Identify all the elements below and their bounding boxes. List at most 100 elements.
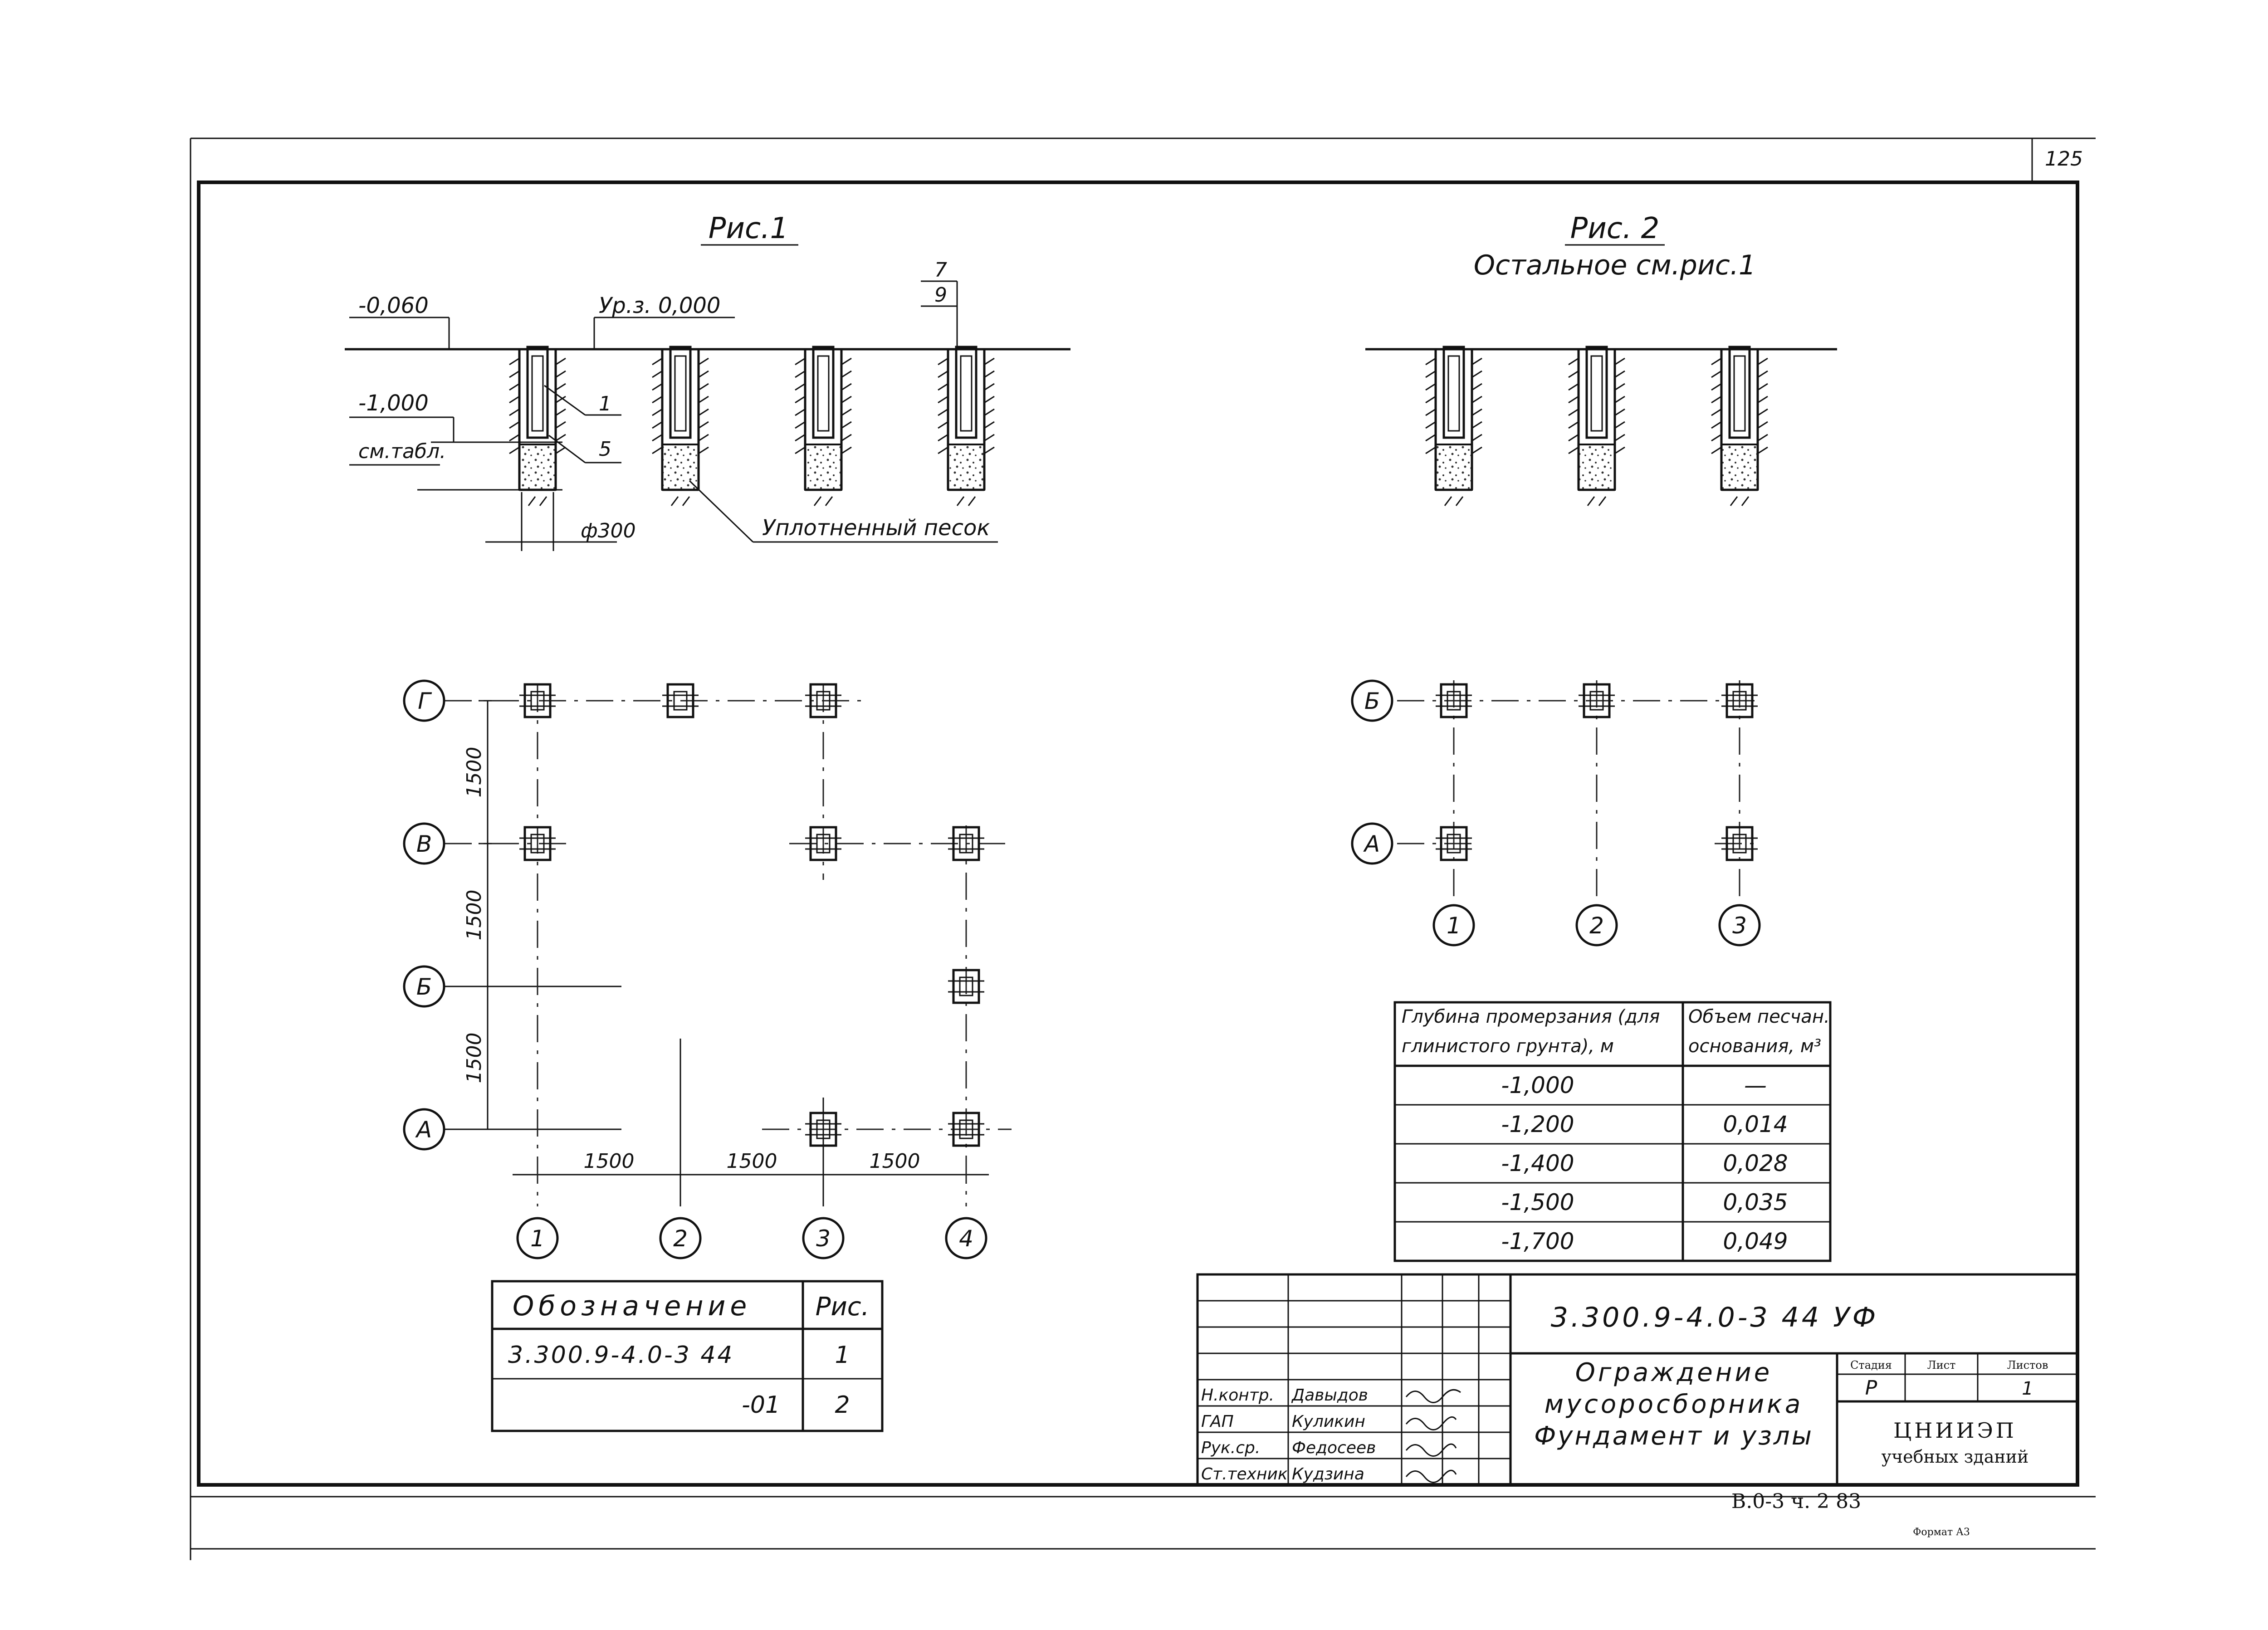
- plan2-post-4: [1436, 826, 1472, 861]
- sheets-header: Листов: [2007, 1359, 2048, 1371]
- plan2-col-bubble-1: 1: [1432, 904, 1475, 947]
- plan1-post-3: [805, 683, 841, 718]
- plan1-col-bubble-3: 3: [802, 1217, 845, 1259]
- fig1-posts: [509, 346, 995, 506]
- depth-table: Глубина промерзания (для глинистого грун…: [1393, 1001, 1832, 1262]
- plan1-post-2: [662, 683, 699, 718]
- spec-header-fig: Рис.: [816, 1292, 870, 1322]
- org-name: ЦНИИЭП: [1893, 1418, 2017, 1443]
- plan1-post-6: [948, 826, 984, 861]
- plan2-post-3: [1721, 683, 1758, 718]
- fig1-mark-ground: Ур.з. 0,000: [599, 293, 720, 318]
- post-elevation-3: [795, 346, 852, 506]
- fig2-subtitle: Остальное см.рис.1: [1474, 249, 1756, 281]
- plan1-row-bubble-4: А: [403, 1108, 445, 1151]
- plan2-row-bubble-2: А: [1351, 822, 1393, 865]
- fig1-leader-7: 7: [934, 259, 947, 282]
- plan1-col-bubble-2: 2: [659, 1217, 702, 1259]
- fig2-posts: [1425, 346, 1768, 506]
- sheet-frame: [190, 137, 2096, 1560]
- role-2-name: Куликин: [1292, 1412, 1365, 1431]
- fig1-title: Рис.1: [709, 212, 788, 245]
- depth-row1-volume: —: [1744, 1072, 1767, 1098]
- plan1-row-bubble-3-label: Б: [416, 974, 432, 1000]
- spec-row2-code: -01: [742, 1391, 780, 1419]
- role-4: Ст.техник: [1201, 1465, 1288, 1484]
- plan2-post-1: [1436, 683, 1472, 718]
- spec-header-designation: Обозначение: [513, 1290, 751, 1322]
- spec-table: Обозначение Рис. 3.300.9-4.0-3 44 1 -01 …: [491, 1280, 884, 1432]
- spec-row1-code: 3.300.9-4.0-3 44: [508, 1342, 734, 1369]
- plan1-vdim-2: 1500: [463, 890, 486, 941]
- sheets-value: 1: [2022, 1378, 2033, 1399]
- plan2-col-bubble-3-label: 3: [1732, 913, 1747, 939]
- plan1-post-9: [948, 1112, 984, 1147]
- role-3: Рук.ср.: [1201, 1439, 1260, 1457]
- plan2-row-bubble-2-label: А: [1363, 831, 1380, 857]
- footer-album: В.0-3 ч. 2 83: [1731, 1490, 1861, 1513]
- plan2-col-bubble-1-label: 1: [1447, 913, 1461, 939]
- plan2-col-bubble-3: 3: [1718, 904, 1761, 947]
- plan1-col-bubble-4-label: 4: [959, 1225, 973, 1252]
- plan1-hdim-1: 1500: [584, 1150, 635, 1173]
- depth-row3-volume: 0,028: [1723, 1150, 1788, 1176]
- depth-header-col1-line2: глинистого грунта), м: [1402, 1036, 1614, 1057]
- fig1-mark-sole: см.табл.: [358, 440, 446, 463]
- plan2-row-bubble-1-label: Б: [1364, 688, 1380, 714]
- fig1-diameter: ф300: [581, 519, 636, 542]
- depth-row5-volume: 0,049: [1723, 1228, 1788, 1254]
- stage-header: Стадия: [1850, 1359, 1892, 1371]
- plan1-row-bubble-2-label: В: [416, 831, 432, 857]
- role-2: ГАП: [1201, 1412, 1234, 1431]
- depth-row3-depth: -1,400: [1501, 1150, 1574, 1176]
- plan1-col-bubble-1-label: 1: [530, 1225, 545, 1252]
- title-doc-code: 3.300.9-4.0-3 44 УФ: [1551, 1302, 1879, 1333]
- depth-row1-depth: -1,000: [1501, 1072, 1574, 1098]
- fig2-title: Рис. 2: [1570, 212, 1660, 245]
- plan1-row-bubble-1: Г: [403, 679, 445, 722]
- fig1-elevation: Рис.1 -0,060 Ур.з. 0,000 -1,000 см.табл.…: [345, 212, 1070, 551]
- title-line-3: Фундамент и узлы: [1534, 1421, 1813, 1451]
- depth-row4-volume: 0,035: [1723, 1189, 1788, 1215]
- post-elevation-4: [938, 346, 995, 506]
- role-3-name: Федосеев: [1292, 1439, 1376, 1457]
- role-1-name: Давыдов: [1291, 1386, 1368, 1405]
- fig1-leader-1: 1: [599, 392, 611, 415]
- plan1-row-bubble-4-label: А: [415, 1117, 432, 1143]
- spec-row1-fig: 1: [835, 1342, 850, 1369]
- plan1-vdim-3: 1500: [463, 1033, 486, 1083]
- fig1-leader-9: 9: [934, 283, 947, 307]
- role-4-name: Кудзина: [1292, 1465, 1364, 1484]
- title-line-1: Ограждение: [1575, 1358, 1772, 1387]
- plan1-col-bubble-3-label: 3: [816, 1225, 831, 1252]
- plan1-hdim-3: 1500: [870, 1150, 920, 1173]
- depth-row2-depth: -1,200: [1501, 1111, 1574, 1137]
- depth-header-col1-line1: Глубина промерзания (для: [1402, 1006, 1660, 1027]
- depth-header-col2-line2: основания, м³: [1688, 1036, 1821, 1057]
- post-elevation-2: [652, 346, 709, 506]
- spec-row2-fig: 2: [835, 1391, 850, 1419]
- sheet-number: 125: [2045, 147, 2083, 171]
- plan1-post-7: [948, 969, 984, 1004]
- plan2-row-bubble-1: Б: [1351, 679, 1393, 722]
- post-elevation-2: [1568, 346, 1625, 506]
- plan2-col-bubble-2: 2: [1575, 904, 1618, 947]
- depth-header-col2-line1: Объем песчан.: [1688, 1006, 1830, 1027]
- plan1-post-4: [519, 826, 556, 861]
- plan1-row-bubble-2: В: [403, 822, 445, 865]
- plan2-col-bubble-2-label: 2: [1589, 913, 1604, 939]
- plan1-post-8: [805, 1112, 841, 1147]
- plan1-post-1: [519, 683, 556, 718]
- role-1: Н.контр.: [1201, 1386, 1274, 1405]
- plan1-col-bubble-2-label: 2: [673, 1225, 688, 1252]
- plan1-col-bubble-4: 4: [945, 1217, 987, 1259]
- depth-row5-depth: -1,700: [1501, 1228, 1574, 1254]
- depth-row2-volume: 0,014: [1723, 1111, 1788, 1137]
- plan1-hdim-2: 1500: [727, 1150, 777, 1173]
- fig2-elevation: Рис. 2 Остальное см.рис.1: [1365, 212, 1837, 351]
- fig1-leader-5: 5: [599, 438, 611, 461]
- footer-format: Формат А3: [1913, 1527, 1970, 1538]
- plan2-post-5: [1721, 826, 1758, 861]
- depth-row4-depth: -1,500: [1501, 1189, 1574, 1215]
